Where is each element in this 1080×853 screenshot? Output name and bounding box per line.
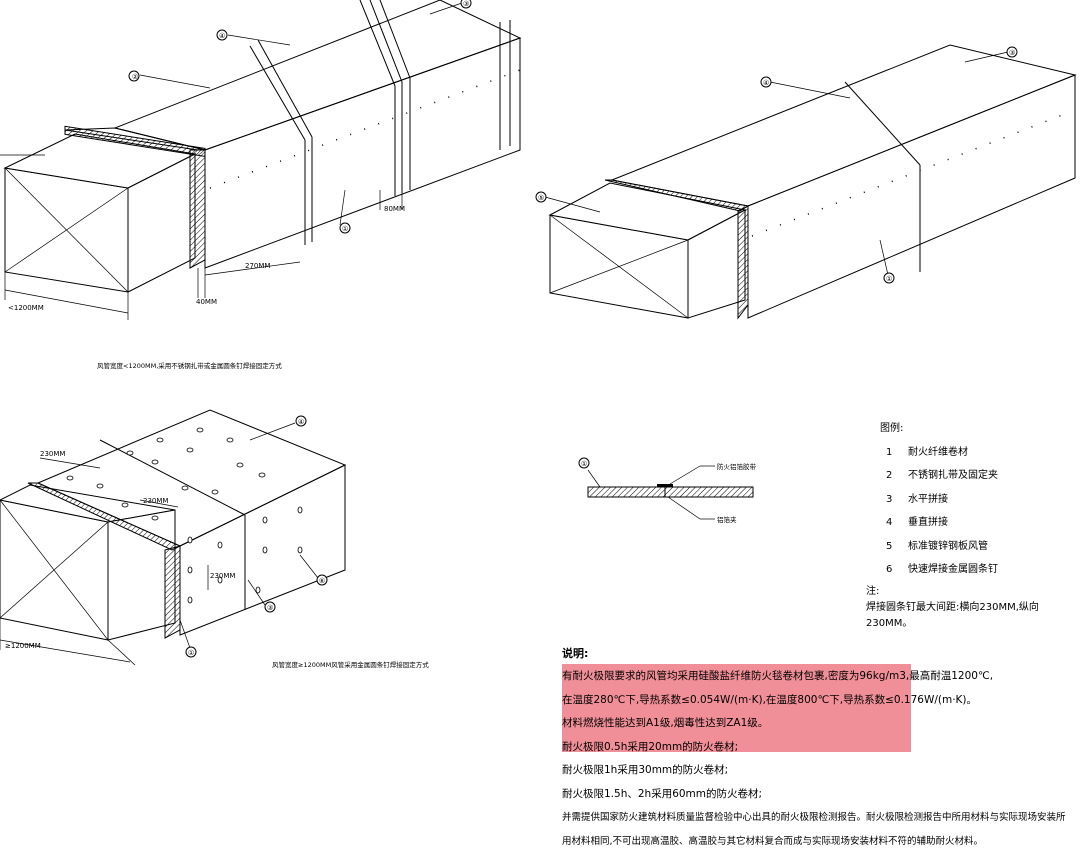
fig1-callout-1: ① bbox=[342, 225, 348, 233]
fig1-caption: 风管宽度<1200MM,采用不锈钢扎带或金属圆条钉焊接固定方式 bbox=[97, 360, 282, 370]
note-title: 注: bbox=[866, 584, 1080, 600]
joint-callout-1: ① bbox=[581, 460, 587, 468]
fig1-dim-270: 270MM bbox=[245, 262, 270, 270]
description-line: 材料燃烧性能达到A1级,烟毒性达到ZA1级。 bbox=[562, 712, 1080, 736]
fig3-dim-230-c: 230MM bbox=[210, 572, 235, 580]
fig1-dim-80: 80MM bbox=[384, 205, 405, 213]
fig2-callout-5: ⑤ bbox=[538, 194, 544, 202]
description-line: 耐火极限1h采用30mm的防火卷材; bbox=[562, 759, 1080, 783]
fig3-callout-4: ④ bbox=[298, 418, 304, 426]
fig3-callout-1: ① bbox=[188, 649, 194, 657]
description-line: 有耐火极限要求的风管均采用硅酸盐纤维防火毯卷材包裹,密度为96kg/m3,最高耐… bbox=[562, 665, 1080, 689]
fig3-callout-3: ③ bbox=[267, 604, 273, 612]
description-line: 在温度280℃下,导热系数≤0.054W/(m·K),在温度800℃下,导热系数… bbox=[562, 689, 1080, 713]
description: 说明: 有耐火极限要求的风管均采用硅酸盐纤维防火毯卷材包裹,密度为96kg/m3… bbox=[562, 642, 1080, 853]
description-line: 耐火极限0.5h采用20mm的防火卷材; bbox=[562, 736, 1080, 760]
fig2-callout-4: ④ bbox=[763, 79, 769, 87]
fig3-caption: 风管宽度≥1200MM风管采用金属圆条钉焊接固定方式 bbox=[272, 659, 429, 669]
fig1-callout-4: ④ bbox=[219, 32, 225, 40]
description-line: 用材料相同,不可出现高温胶、高温胶与其它材料复合而成与实际现场安装材料不符的辅助… bbox=[562, 830, 1080, 853]
fig3-dim-230-a: 230MM bbox=[40, 450, 65, 458]
duct-figure-2 bbox=[536, 45, 1075, 318]
fig1-dim-width: <1200MM bbox=[8, 304, 44, 312]
fig3-dim-width: ≥1200MM bbox=[5, 642, 41, 650]
fig3-callout-6: ⑥ bbox=[319, 577, 325, 585]
joint-label-tape: 防火铝箔胶带 bbox=[717, 462, 757, 471]
fig1-callout-3: ③ bbox=[463, 0, 469, 8]
duct-figure-1 bbox=[0, 0, 520, 320]
description-title: 说明: bbox=[562, 642, 1080, 665]
note: 注: 焊接圆条钉最大间距:横向230MM,纵向230MM。 bbox=[866, 584, 1080, 632]
note-text: 焊接圆条钉最大间距:横向230MM,纵向230MM。 bbox=[866, 600, 1080, 632]
joint-label-clip: 铝箔夹 bbox=[717, 515, 737, 524]
duct-figure-3 bbox=[0, 410, 345, 665]
fig3-dim-230-b: 230MM bbox=[143, 497, 168, 505]
legend-title: 图例: bbox=[880, 417, 998, 441]
fig1-dim-40: 40MM bbox=[196, 298, 217, 306]
fig2-callout-3: ③ bbox=[1009, 49, 1015, 57]
description-line: 并需提供国家防火建筑材料质量监督检验中心出具的耐火极限检测报告。耐火极限检测报告… bbox=[562, 806, 1080, 830]
fig2-callout-1: ① bbox=[886, 275, 892, 283]
description-line: 耐火极限1.5h、2h采用60mm的防火卷材; bbox=[562, 783, 1080, 807]
fig1-callout-2: ② bbox=[132, 73, 138, 81]
